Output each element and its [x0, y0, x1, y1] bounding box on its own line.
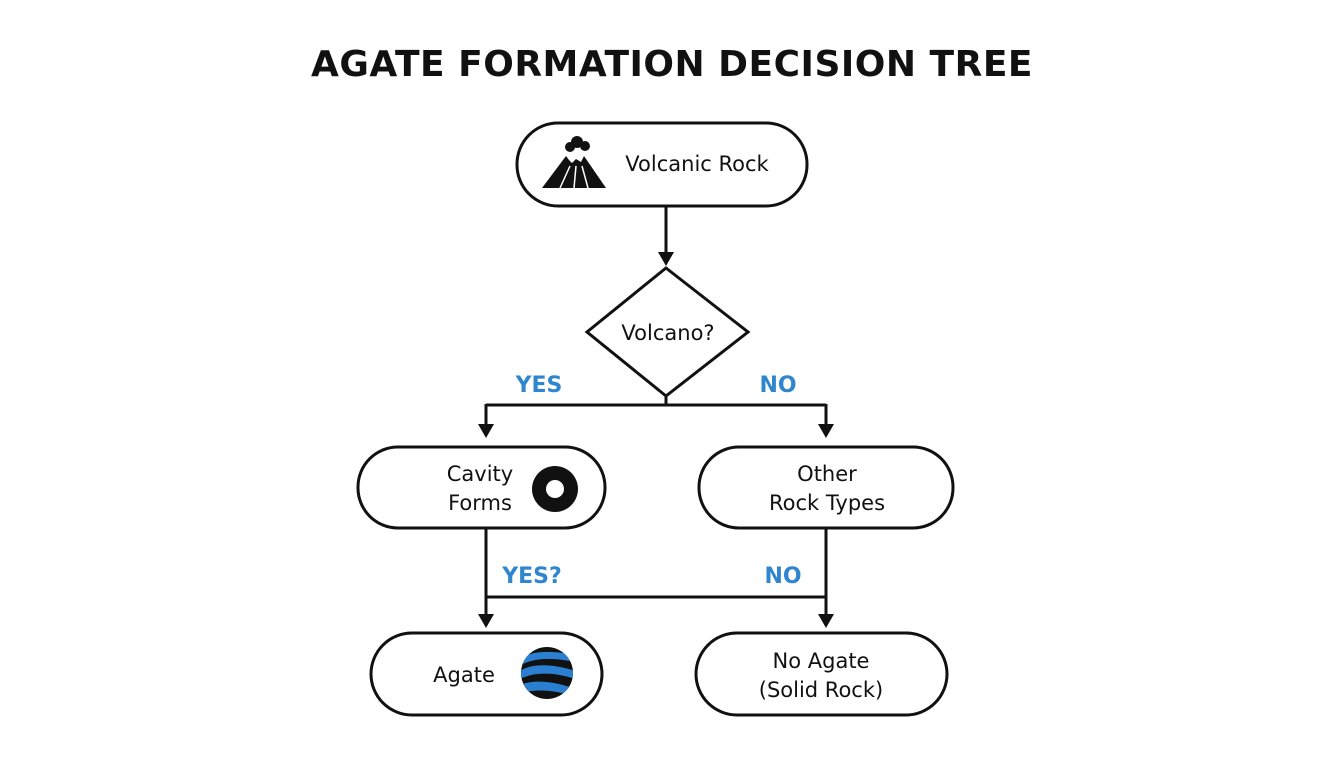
node-label-volcano-decision: Volcano?: [621, 321, 714, 345]
node-no-agate: No Agate (Solid Rock): [694, 631, 949, 717]
node-label-agate: Agate: [433, 663, 495, 687]
arrowhead-no-agate: [818, 614, 834, 628]
node-label-cavity-line2: Forms: [448, 491, 512, 515]
node-label-no-agate-line1: No Agate: [773, 649, 870, 673]
volcano-icon: [542, 136, 606, 189]
node-volcanic-rock: Volcanic Rock: [515, 121, 809, 208]
edge-label-volcano-yes: YES: [515, 373, 563, 398]
node-agate: Agate: [369, 631, 604, 717]
node-label-cavity-line1: Cavity: [447, 462, 513, 486]
node-volcano-decision: Volcano?: [584, 266, 751, 398]
edge-label-cavity-yes: YES?: [501, 564, 562, 589]
node-label-other-line1: Other: [797, 462, 857, 486]
edge-label-volcano-no: NO: [759, 373, 796, 398]
node-label-volcanic-rock: Volcanic Rock: [625, 152, 769, 176]
node-label-no-agate-line2: (Solid Rock): [759, 678, 883, 702]
node-label-other-line2: Rock Types: [769, 491, 885, 515]
arrowhead-other-rock: [818, 424, 834, 438]
cavity-ring-icon: [532, 466, 578, 512]
arrowhead-cavity: [478, 424, 494, 438]
page-title: AGATE FORMATION DECISION TREE: [311, 44, 1033, 85]
connectors: [478, 206, 834, 628]
edge-label-other-no: NO: [764, 564, 801, 589]
node-cavity-forms: Cavity Forms: [356, 445, 607, 530]
arrowhead-decision: [658, 252, 674, 266]
agate-sphere-icon: [521, 647, 573, 699]
arrowhead-agate: [478, 614, 494, 628]
node-other-rock-types: Other Rock Types: [697, 445, 955, 530]
